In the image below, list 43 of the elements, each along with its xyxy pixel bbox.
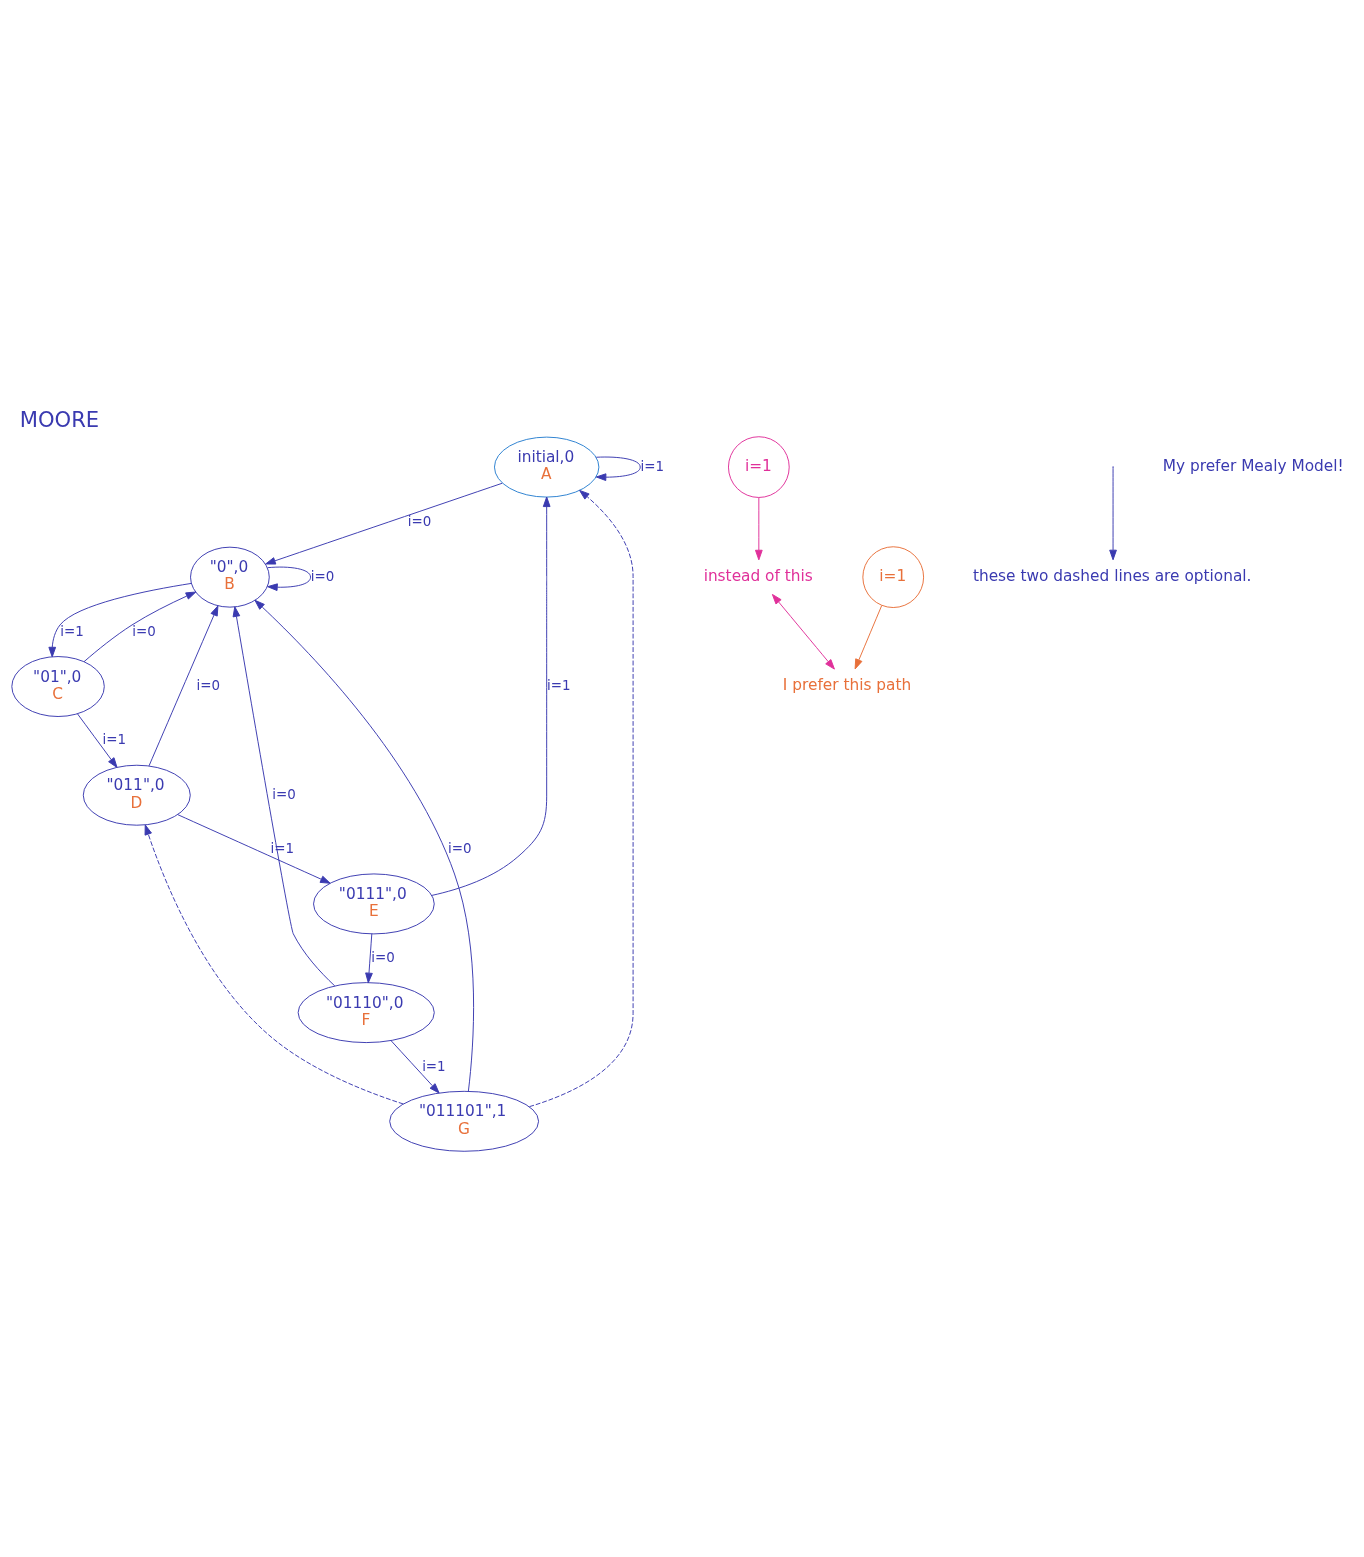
edge-label: i=0	[371, 949, 395, 965]
label: My prefer Mealy Model!	[1162, 456, 1344, 475]
arrow	[148, 605, 219, 767]
node-ellipse: "01",0 C	[11, 656, 105, 717]
arrow	[48, 582, 192, 658]
node-text: I prefer this path	[782, 676, 912, 695]
arrow	[595, 456, 641, 482]
edge-label: i=0	[310, 568, 335, 584]
arrow	[254, 599, 475, 1092]
node-ellipse: "011101",1 G	[389, 1090, 540, 1152]
arrow	[83, 591, 197, 663]
edge-label: i=0	[132, 623, 156, 639]
arrow	[144, 824, 404, 1105]
arrow	[755, 497, 763, 561]
arrow	[528, 489, 634, 1108]
edge-label: i=1	[102, 732, 126, 748]
arrow	[232, 606, 336, 987]
node-text: these two dashed lines are optional.	[972, 566, 1252, 585]
node-circle: i=1	[728, 436, 790, 498]
edge-label: i=0	[407, 513, 432, 529]
arrow	[1109, 467, 1117, 561]
edge-label: i=1	[60, 623, 84, 639]
arrow	[771, 593, 835, 670]
edge-label: i=1	[270, 841, 294, 857]
node-ellipse: "011",0 D	[82, 764, 191, 826]
arrow	[365, 933, 373, 984]
arrow	[77, 713, 118, 768]
arrow	[267, 566, 312, 592]
edge-label: i=1	[546, 678, 571, 694]
edge-label: i=0	[448, 841, 472, 857]
node-ellipse: "01110",0 F	[297, 982, 435, 1044]
edge-label: i=1	[422, 1058, 446, 1074]
arrow	[431, 496, 551, 896]
arrow	[390, 1040, 440, 1094]
arrow	[265, 482, 503, 565]
arrow	[177, 814, 331, 884]
node-circle: i=1	[862, 546, 925, 608]
arrow	[854, 605, 883, 670]
edge-label: i=0	[272, 786, 296, 802]
edge-label: i=0	[196, 678, 221, 694]
node-text: instead of this	[703, 566, 813, 585]
edge-label: i=1	[640, 458, 664, 474]
diagram-title: MOORE	[19, 406, 100, 432]
